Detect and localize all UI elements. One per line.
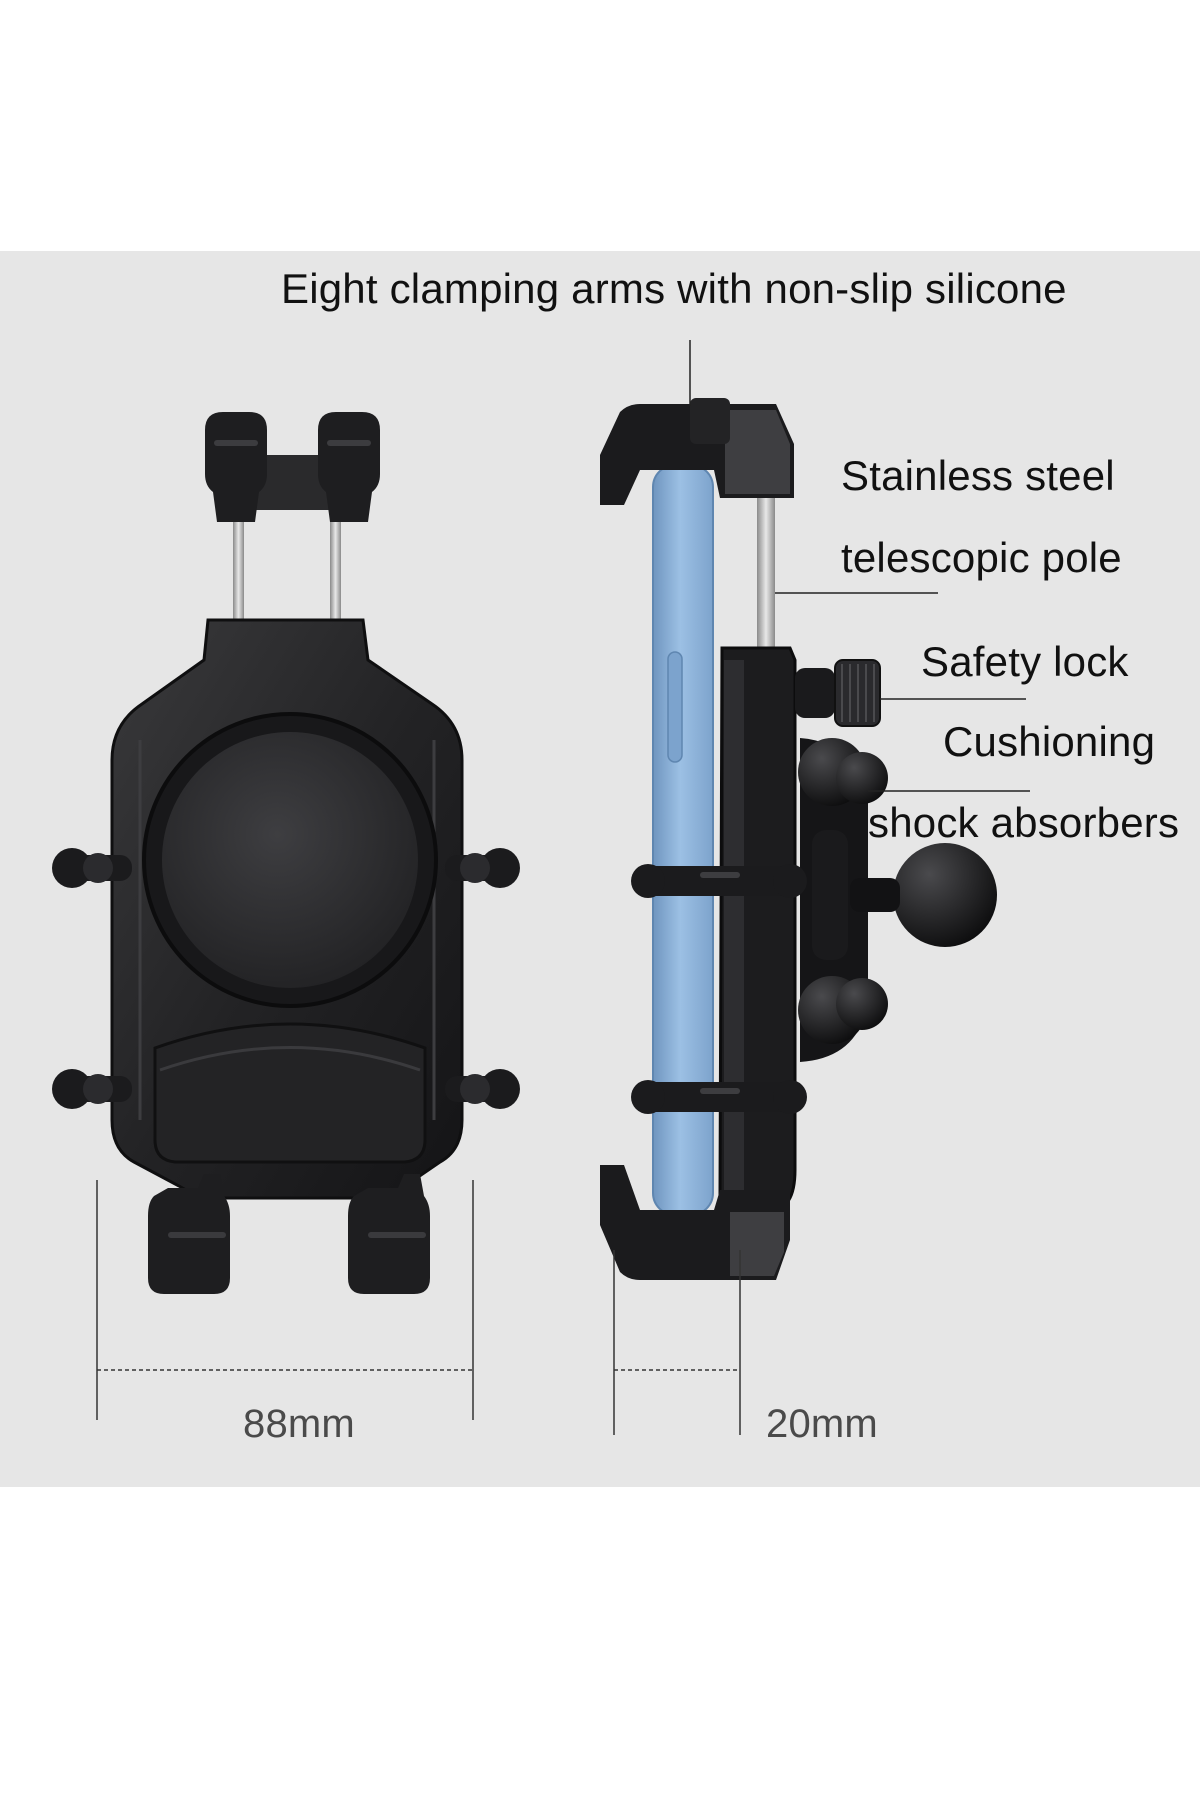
front-top-arm-right (318, 412, 380, 522)
front-top-arm-left (205, 412, 267, 522)
side-view-holder (600, 398, 997, 1280)
label-shock-absorbers: shock absorbers (868, 799, 1180, 846)
label-depth-dimension: 20mm (766, 1402, 878, 1446)
front-view-holder (52, 412, 520, 1294)
label-clamping-arms: Eight clamping arms with non-slip silico… (281, 265, 1067, 312)
front-side-arms (52, 848, 520, 1109)
label-width-dimension: 88mm (243, 1402, 355, 1446)
side-clamping-arms (631, 864, 807, 1114)
depth-dimension (613, 1250, 741, 1435)
side-phone-button (667, 651, 683, 763)
front-lower-pad (153, 1022, 427, 1164)
label-safety-lock: Safety lock (921, 638, 1129, 685)
front-center-disc (162, 732, 418, 988)
width-dimension (96, 1180, 474, 1420)
side-safety-lock (795, 659, 881, 727)
front-rod-left (233, 500, 244, 630)
label-telescopic-pole: telescopic pole (841, 534, 1122, 581)
side-telescopic-pole (757, 490, 775, 660)
label-cushioning: Cushioning (943, 718, 1156, 765)
side-ball-mount (893, 843, 997, 947)
label-stainless-steel: Stainless steel (841, 452, 1115, 499)
front-rod-right (330, 500, 341, 630)
leader-lines (689, 340, 1030, 792)
